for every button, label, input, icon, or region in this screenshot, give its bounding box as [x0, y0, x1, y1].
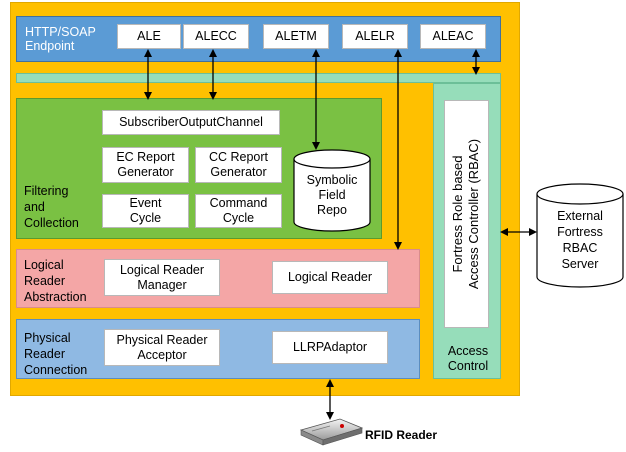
api-box-aleac: ALEAC: [420, 24, 486, 49]
http-soap-endpoint-band: HTTP/SOAP Endpoint: [16, 16, 501, 62]
external-rbac-server-cylinder: [536, 183, 624, 288]
logical-reader-abstraction-label: Logical Reader Abstraction: [24, 258, 87, 304]
rfid-reader-label: RFID Reader: [365, 428, 438, 442]
access-control-label: Access Control: [447, 344, 489, 373]
fortress-rbac-box: Fortress Role based Access Controller (R…: [444, 100, 489, 328]
rfid-reader-icon: [299, 418, 364, 446]
physical-reader-connection-label: Physical Reader Connection: [24, 331, 88, 377]
external-rbac-server-label: External Fortress RBAC Server: [557, 209, 603, 271]
subscriber-output-channel-box: SubscriberOutputChannel: [102, 110, 280, 135]
api-box-aletm: ALETM: [263, 24, 329, 49]
logical-reader-box: Logical Reader: [272, 261, 388, 294]
llrp-adaptor-box: LLRPAdaptor: [272, 331, 388, 364]
api-box-ale: ALE: [117, 24, 181, 49]
symbolic-field-repo-label: Symbolic Field Repo: [306, 173, 358, 217]
api-box-alecc: ALECC: [183, 24, 249, 49]
api-box-alelr: ALELR: [342, 24, 408, 49]
endpoint-label: HTTP/SOAP Endpoint: [25, 25, 96, 53]
filtering-collection-label: Filtering and Collection: [24, 184, 79, 230]
connector-arrows: [144, 49, 537, 420]
api-connector-bar: [16, 73, 501, 83]
symbolic-field-repo-cylinder: [293, 149, 371, 232]
